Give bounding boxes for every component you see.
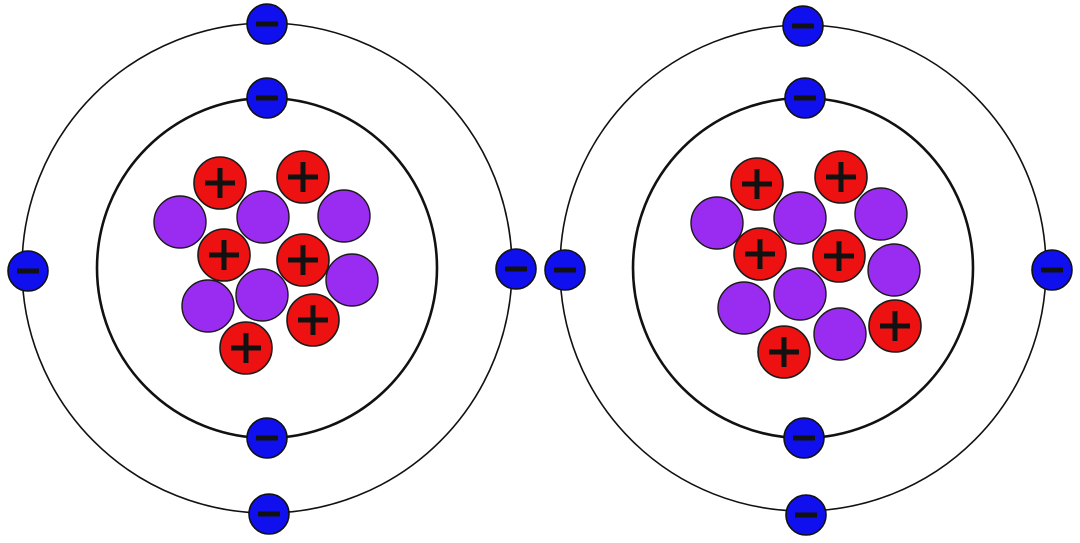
electron	[785, 494, 827, 536]
atom-right	[544, 5, 1073, 536]
neutron	[813, 307, 867, 361]
proton	[276, 150, 330, 204]
neutron	[867, 243, 921, 297]
neutron	[181, 279, 235, 333]
electron	[544, 249, 586, 291]
electron	[246, 417, 288, 459]
neutron	[236, 190, 290, 244]
proton	[757, 325, 811, 379]
neutron	[317, 189, 371, 243]
electron	[248, 493, 290, 535]
electron	[782, 5, 824, 47]
neutron	[773, 191, 827, 245]
electron	[246, 77, 288, 119]
proton	[733, 227, 787, 281]
neutron	[773, 267, 827, 321]
proton	[197, 228, 251, 282]
electron	[246, 3, 288, 45]
neutron	[717, 281, 771, 335]
neutron	[854, 187, 908, 241]
nucleus	[153, 150, 379, 375]
electron	[495, 248, 537, 290]
proton	[276, 233, 330, 287]
electron	[784, 77, 826, 119]
electron	[7, 250, 49, 292]
proton	[286, 293, 340, 347]
neutron	[235, 268, 289, 322]
inner-orbit	[95, 96, 439, 440]
proton	[868, 299, 922, 353]
neutron	[325, 253, 379, 307]
electron	[783, 417, 825, 459]
proton	[812, 229, 866, 283]
electron	[1031, 249, 1073, 291]
atoms-layer	[7, 3, 1073, 536]
proton	[730, 157, 784, 211]
proton	[814, 150, 868, 204]
neutron	[153, 195, 207, 249]
atom-left	[7, 3, 537, 535]
neutron	[690, 196, 744, 250]
nucleus	[690, 150, 922, 379]
proton	[219, 321, 273, 375]
proton	[193, 156, 247, 210]
